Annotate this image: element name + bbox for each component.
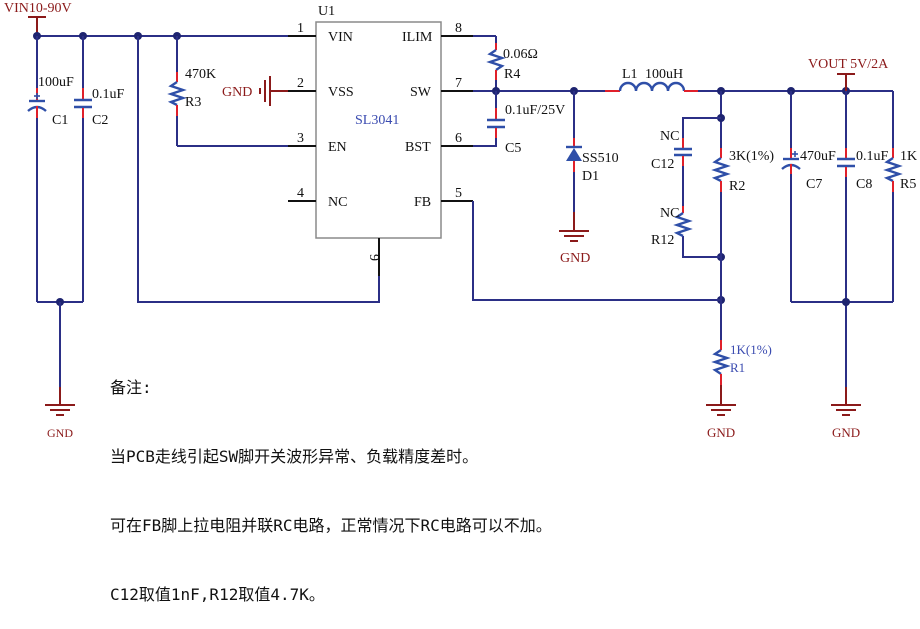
ic-ref: U1: [318, 4, 335, 19]
c5-value: 0.1uF/25V: [505, 103, 565, 118]
r3-value: 470K: [185, 67, 216, 82]
vin-label: VIN10-90V: [4, 1, 72, 16]
pin-number: 4: [297, 186, 304, 201]
c5-ref: C5: [505, 141, 521, 156]
r12-ref: R12: [651, 233, 674, 248]
c8-value: 0.1uF: [856, 149, 889, 164]
c12-ref: C12: [651, 157, 674, 172]
design-note: 备注: 当PCB走线引起SW脚开关波形异常、负载精度差时。 可在FB脚上拉电阻并…: [110, 330, 552, 629]
pin-number: 2: [297, 76, 304, 91]
input-cap-ground: GND: [37, 298, 83, 440]
ic-part: SL3041: [355, 113, 399, 128]
pin-name: BST: [405, 140, 431, 155]
c2-value: 0.1uF: [92, 87, 125, 102]
fb-wire: [472, 201, 721, 301]
sw-net: [473, 87, 605, 95]
r4-ref: R4: [504, 67, 520, 82]
capacitor-c1[interactable]: 100uF C1: [27, 36, 74, 302]
pin-name: ILIM: [402, 30, 433, 45]
c7-value: 470uF: [800, 149, 836, 164]
vout-label: VOUT 5V/2A: [808, 57, 889, 72]
c7-ref: C7: [806, 177, 822, 192]
gnd-label: GND: [832, 425, 860, 440]
capacitor-c12[interactable]: NC C12: [651, 129, 692, 206]
c12-value: NC: [660, 129, 679, 144]
pin-name: EN: [328, 140, 347, 155]
r5-value: 1K: [900, 149, 917, 164]
vss-ground: GND: [222, 76, 288, 106]
pin-number: 8: [455, 21, 462, 36]
vout-power-port: VOUT 5V/2A: [808, 57, 889, 91]
resistor-r4[interactable]: 0.06Ω R4: [473, 35, 538, 91]
ic-u1[interactable]: U1 SL3041 1 VIN 2 VSS 3 EN 4 NC 8 ILIM 7…: [288, 4, 473, 276]
c8-ref: C8: [856, 177, 872, 192]
diode-d1[interactable]: SS510 D1 GND: [559, 91, 619, 266]
inductor-l1[interactable]: L1 100uH: [605, 67, 698, 92]
capacitor-c5[interactable]: 0.1uF/25V C5: [473, 91, 565, 156]
l1-ref: L1: [622, 67, 638, 82]
r1-value: 1K(1%): [730, 342, 772, 357]
pin-number: 6: [455, 131, 462, 146]
resistor-r1[interactable]: 1K(1%) R1 GND: [706, 340, 772, 440]
pin-number: 7: [455, 76, 462, 91]
c1-value: 100uF: [38, 75, 74, 90]
d1-ref: D1: [582, 169, 599, 184]
output-ground: GND: [791, 298, 893, 440]
note-line: C12取值1nF,R12取值4.7K。: [110, 585, 325, 604]
resistor-r12[interactable]: NC R12: [651, 206, 693, 248]
pin-number: 3: [297, 131, 304, 146]
gnd-label: GND: [707, 425, 735, 440]
d1-value: SS510: [582, 151, 619, 166]
resistor-r3[interactable]: 470K R3: [167, 36, 288, 147]
capacitor-c7[interactable]: 470uF C7: [781, 91, 836, 302]
capacitor-c8[interactable]: 0.1uF C8: [837, 91, 889, 387]
r5-ref: R5: [900, 177, 916, 192]
pin-number: 1: [297, 21, 304, 36]
note-line: 当PCB走线引起SW脚开关波形异常、负载精度差时。: [110, 447, 479, 466]
r1-ref: R1: [730, 360, 745, 375]
c1-ref: C1: [52, 113, 68, 128]
junction-dot: [842, 298, 850, 306]
pin-name: FB: [414, 195, 431, 210]
note-heading: 备注:: [110, 378, 152, 397]
gnd-label: GND: [47, 426, 73, 440]
pin-name: SW: [410, 85, 432, 100]
r12-value: NC: [660, 206, 679, 221]
gnd-label: GND: [560, 251, 590, 266]
vin-power-port: VIN10-90V: [4, 1, 72, 36]
resistor-r5[interactable]: 1K R5: [883, 91, 917, 302]
svg-text:9: 9: [366, 254, 381, 261]
pin-name: VSS: [328, 85, 354, 100]
note-line: 可在FB脚上拉电阻并联RC电路，正常情况下RC电路可以不加。: [110, 516, 552, 535]
vout-rail: [698, 87, 893, 95]
resistor-r2[interactable]: 3K(1%) R2: [711, 148, 774, 340]
pin-name: NC: [328, 195, 347, 210]
capacitor-c2[interactable]: 0.1uF C2: [74, 36, 125, 302]
pin9-wire: [137, 36, 380, 303]
gnd-label: GND: [222, 85, 252, 100]
schematic: VIN10-90V 100uF C1 0.1uF C2: [4, 1, 917, 440]
l1-value: 100uH: [645, 67, 683, 82]
r2-value: 3K(1%): [729, 149, 774, 164]
c2-ref: C2: [92, 113, 108, 128]
feedback-network: [682, 91, 725, 304]
r2-ref: R2: [729, 179, 745, 194]
pin-name: VIN: [328, 30, 353, 45]
r3-ref: R3: [185, 95, 201, 110]
pin-number: 5: [455, 186, 462, 201]
vin-rail: [33, 32, 288, 40]
r4-value: 0.06Ω: [503, 47, 538, 62]
